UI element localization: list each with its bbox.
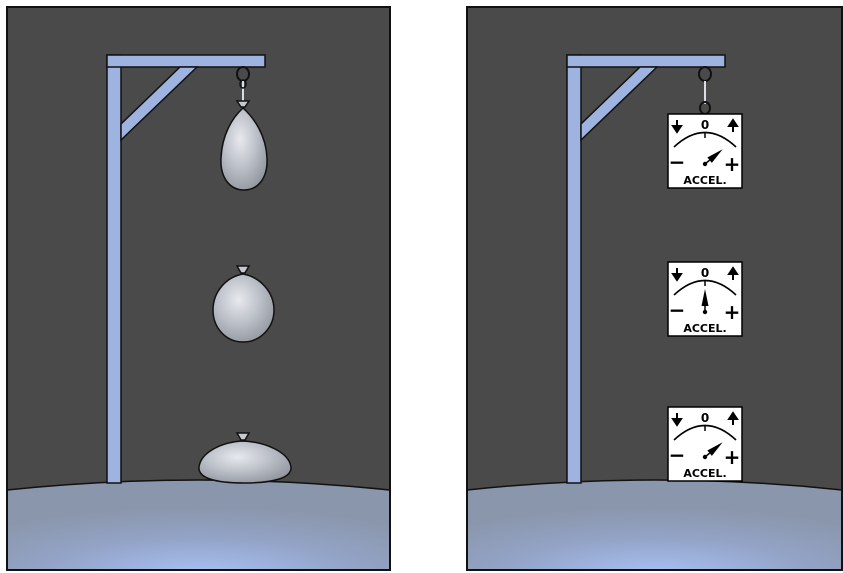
accelerometer-falling: 0 − +ACCEL. <box>668 262 742 336</box>
gallows-post <box>107 55 121 483</box>
needle-pivot <box>703 310 707 314</box>
minus-label: − <box>669 443 686 467</box>
accel-caption: ACCEL. <box>683 322 726 335</box>
needle-pivot <box>703 162 707 166</box>
plus-label: + <box>724 152 741 176</box>
accel-caption: ACCEL. <box>683 174 726 187</box>
zero-label: 0 <box>701 411 709 425</box>
accelerometer-hanging: 0 − +ACCEL. <box>668 114 742 188</box>
plus-label: + <box>724 300 741 324</box>
accelerometer-landed: 0 − +ACCEL. <box>668 407 742 481</box>
gallows-beam <box>567 55 725 67</box>
minus-label: − <box>669 150 686 174</box>
zero-label: 0 <box>701 118 709 132</box>
left-panel <box>7 7 390 570</box>
right-panel: 0−+ACCEL.0−+ACCEL.0−+ACCEL. <box>467 7 842 570</box>
zero-label: 0 <box>701 266 709 280</box>
right-ground <box>467 480 842 570</box>
left-ground <box>7 480 390 570</box>
plus-label: + <box>724 445 741 469</box>
accel-caption: ACCEL. <box>683 467 726 480</box>
needle-pivot <box>703 455 707 459</box>
gallows-post <box>567 55 581 483</box>
accelerometer-list: 0−+ACCEL.0−+ACCEL.0−+ACCEL. <box>668 114 742 481</box>
minus-label: − <box>669 298 686 322</box>
gallows-beam <box>107 55 265 67</box>
